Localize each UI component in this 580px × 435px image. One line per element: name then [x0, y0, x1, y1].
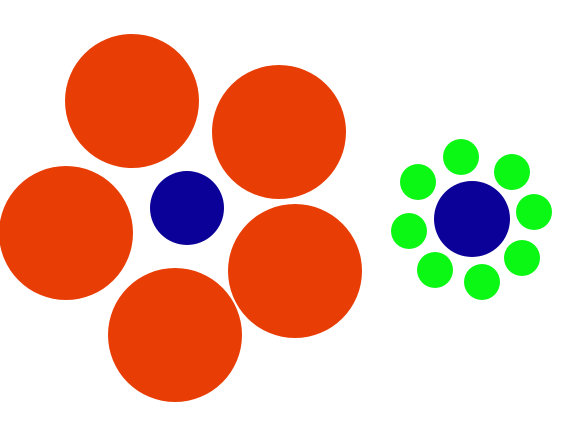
right-surround-circle-3: [516, 194, 552, 230]
right-surround-circle-2: [494, 154, 530, 190]
right-surround-circle-4: [504, 240, 540, 276]
right-surround-circle-5: [464, 264, 500, 300]
left-surround-circle-5: [108, 268, 242, 402]
right-surround-circle-1: [443, 139, 479, 175]
left-group: [0, 34, 362, 402]
right-center-circle: [434, 181, 510, 257]
right-surround-circle-6: [417, 252, 453, 288]
right-surround-circle-8: [400, 164, 436, 200]
right-surround-circle-7: [391, 213, 427, 249]
left-surround-circle-4: [228, 204, 362, 338]
left-surround-circle-2: [212, 65, 346, 199]
left-surround-circle-3: [0, 166, 133, 300]
right-group: [391, 139, 552, 300]
left-center-circle: [150, 171, 224, 245]
left-surround-circle-1: [65, 34, 199, 168]
